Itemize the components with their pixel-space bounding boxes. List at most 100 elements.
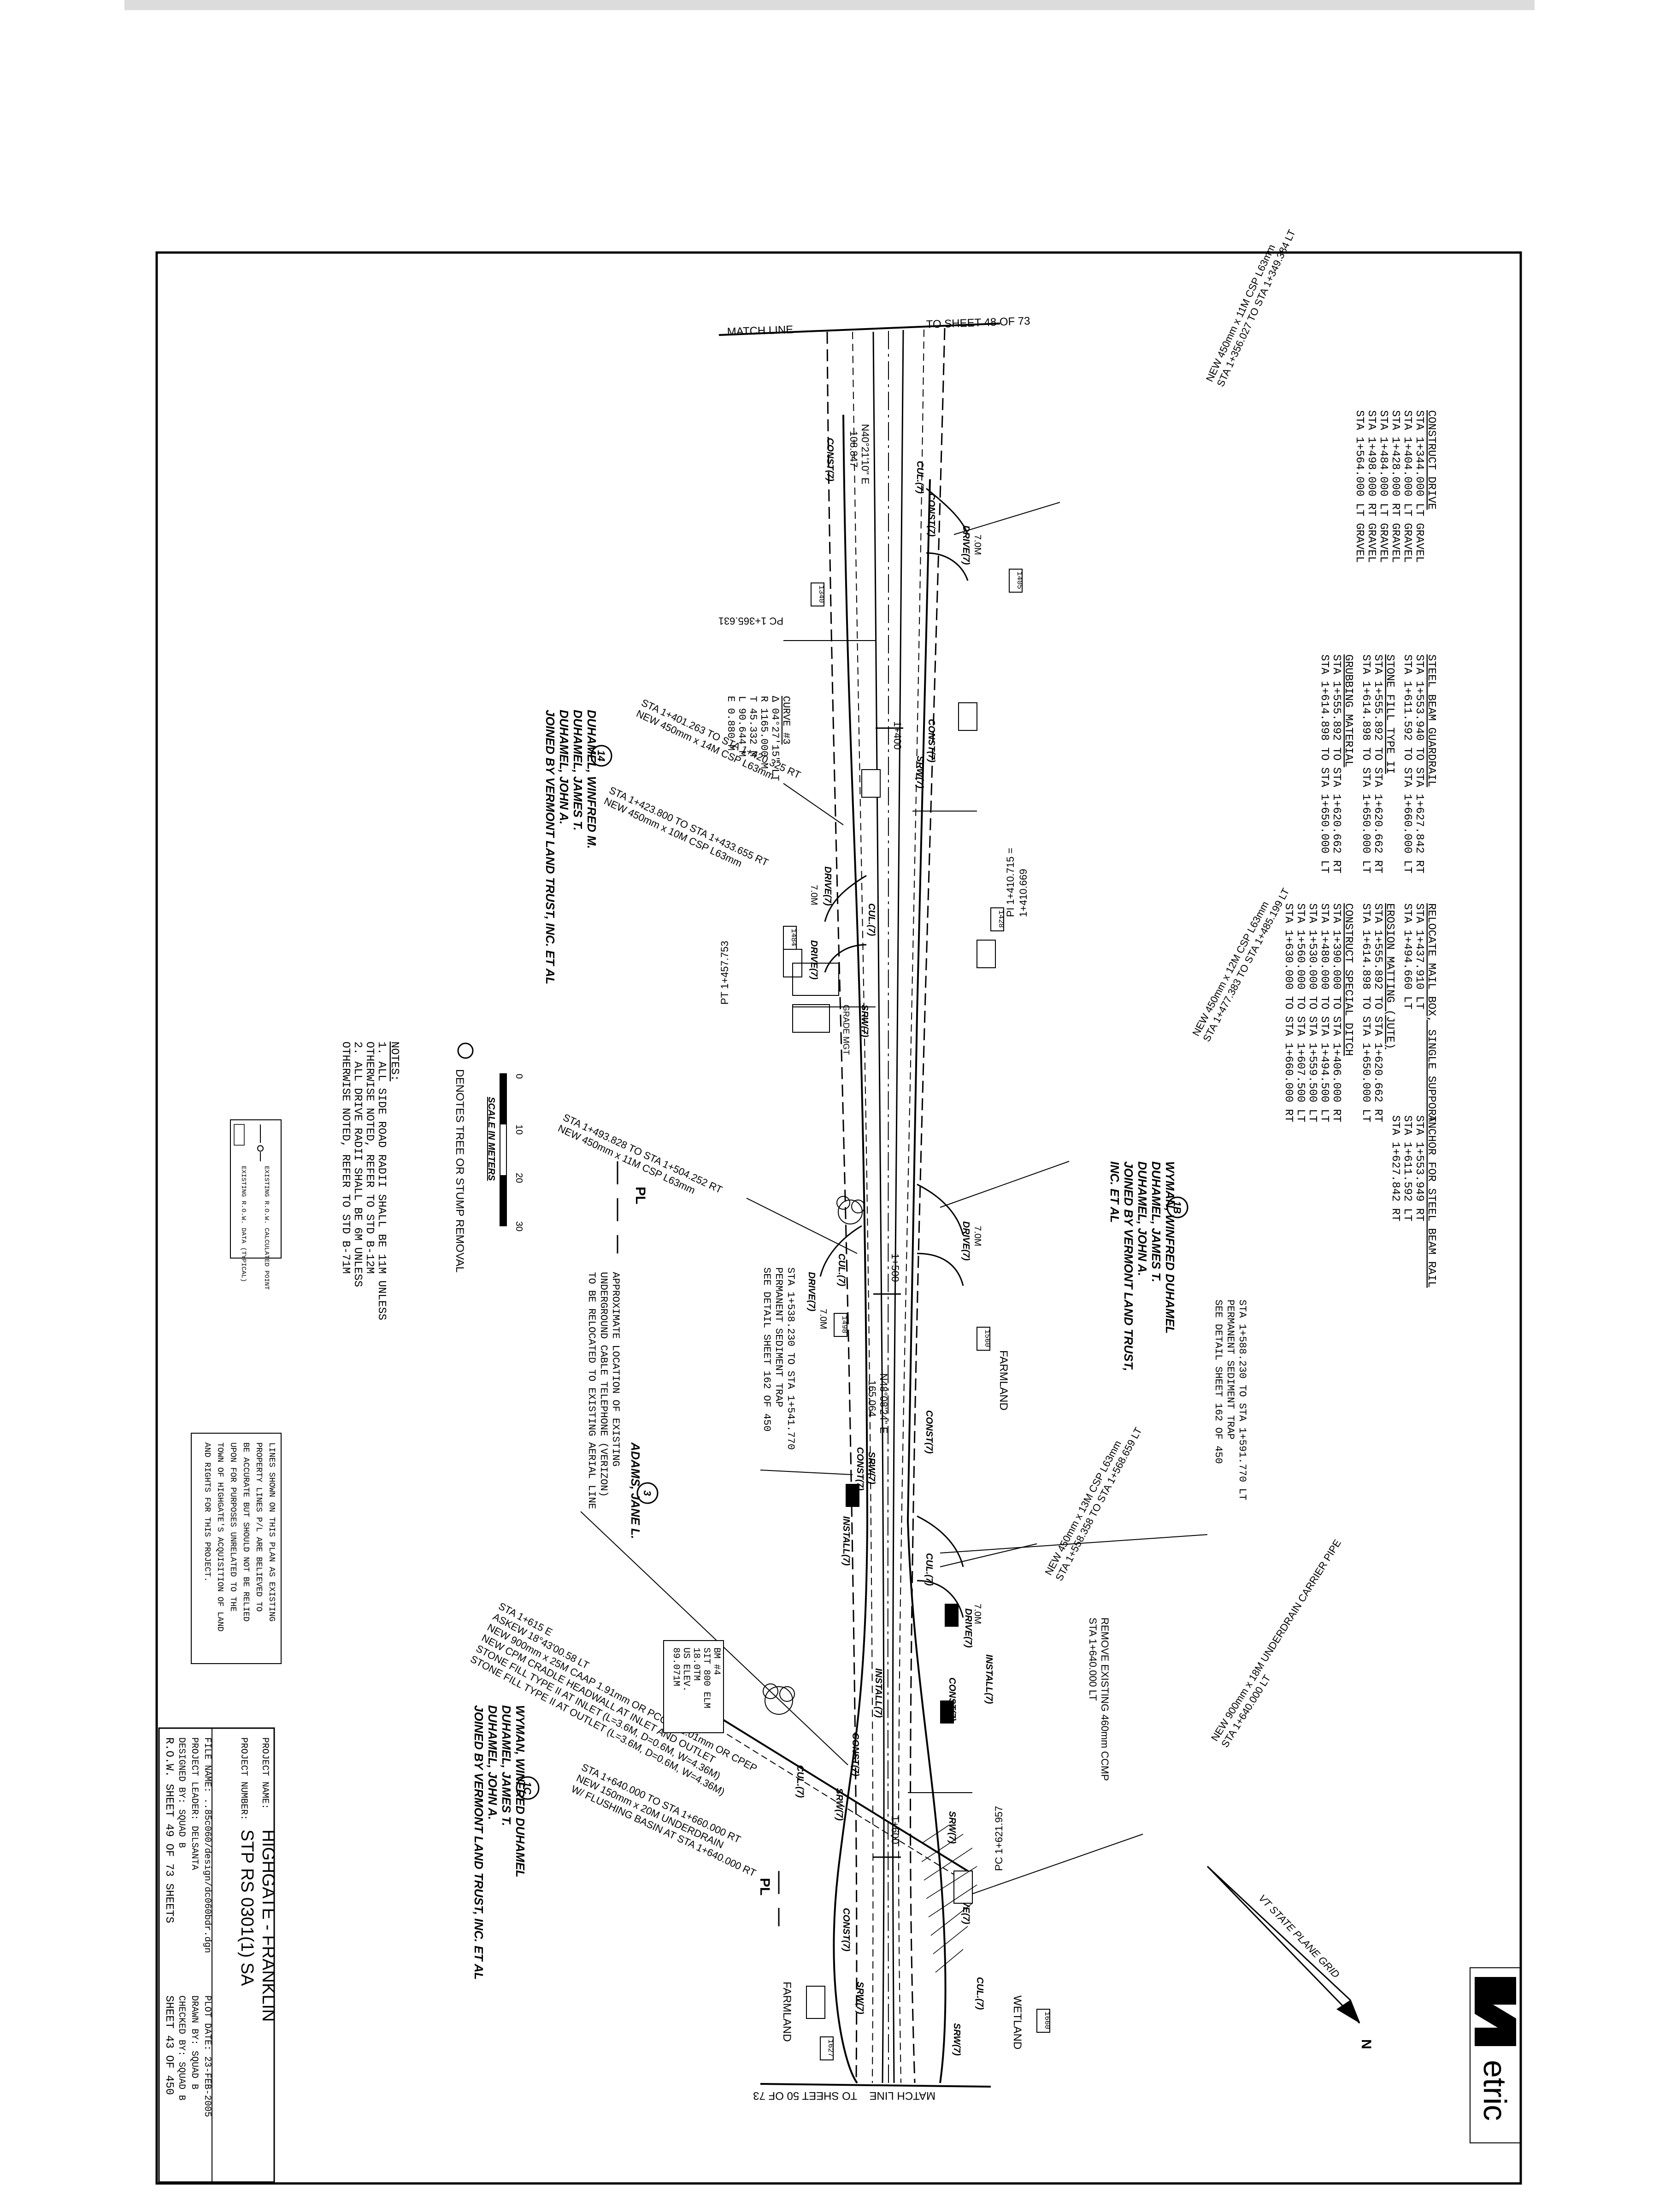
svg-text:NEW 450mm x 10M CSP L63mm: NEW 450mm x 10M CSP L63mm bbox=[602, 795, 744, 869]
svg-text:STA 1+640.000 LT: STA 1+640.000 LT bbox=[1087, 1618, 1099, 1701]
bearing-1: N40°21'10" E bbox=[859, 424, 871, 484]
svg-text:WYMAN, WINFRED DUHAMEL: WYMAN, WINFRED DUHAMEL bbox=[513, 1705, 527, 1877]
stone-fill-block: STONE FILL TYPE II STA 1+555.892 TO STA … bbox=[1359, 654, 1396, 873]
svg-text:AND RIGHTS FOR THIS PROJECT.: AND RIGHTS FOR THIS PROJECT. bbox=[202, 1442, 212, 1582]
svg-text:CONSTRUCT SPECIAL DITCH: CONSTRUCT SPECIAL DITCH bbox=[1342, 903, 1354, 1056]
svg-text:DRIVE(7): DRIVE(7) bbox=[806, 1272, 817, 1312]
shoulder-line-left bbox=[852, 331, 874, 2083]
grade-mgt-label: GRADE MGT bbox=[841, 1005, 851, 1055]
shoulder-line-right bbox=[898, 329, 924, 2083]
curve-title: CURVE #3 bbox=[780, 696, 792, 745]
svg-text:RELOCATE MAIL BOX, SINGLE SUPP: RELOCATE MAIL BOX, SINGLE SUPPORT bbox=[1425, 903, 1437, 1122]
distance-2: 165.064 bbox=[866, 1380, 878, 1417]
pipe-callout-f: NEW 900mm x 18M UNDERDRAIN CARRIER PIPE … bbox=[1209, 1537, 1343, 1749]
svg-text:INSTALL(7): INSTALL(7) bbox=[873, 1668, 883, 1718]
svg-text:SRW(7): SRW(7) bbox=[866, 1452, 877, 1484]
svg-text:SEE DETAIL SHEET 162 OF 450: SEE DETAIL SHEET 162 OF 450 bbox=[1212, 1300, 1224, 1464]
svg-text:18.0TM: 18.0TM bbox=[691, 1647, 701, 1681]
sediment-trap-notes: STA 1+588.230 TO STA 1+591.770 LT PERMAN… bbox=[760, 1267, 1248, 1553]
pc1-label: PC 1+365.631 bbox=[718, 615, 783, 627]
svg-text:EXISTING R.O.W. CALCULATED POI: EXISTING R.O.W. CALCULATED POINT bbox=[263, 1166, 270, 1290]
project-name: HIGHGATE - FRANKLIN bbox=[259, 1830, 278, 2022]
note-line-1: OTHERWISE NOTED, REFER TO STD B-12M bbox=[363, 1041, 376, 1274]
svg-text:STA 1+560.000 TO STA 1+607.500: STA 1+560.000 TO STA 1+607.500 LT bbox=[1294, 903, 1306, 1122]
svg-text:CUL.(7): CUL.(7) bbox=[924, 1553, 934, 1586]
owners: 14 DUHAMEL, WINFRED M. DUHAMEL, JAMES T.… bbox=[472, 710, 1188, 1980]
remove-ccmp-note: REMOVE EXISTING 460mm CCMP STA 1+640.000… bbox=[1087, 1618, 1111, 1781]
erosion-matting-block: EROSION MATTING (JUTE) STA 1+555.892 TO … bbox=[1359, 903, 1396, 1122]
svg-text:DRIVE(7): DRIVE(7) bbox=[809, 940, 819, 980]
notes-title: NOTES: bbox=[388, 1041, 400, 1081]
svg-text:BM #4: BM #4 bbox=[711, 1647, 722, 1675]
construct-drive-block: CONSTRUCT DRIVE STA 1+344.000 LT GRAVEL … bbox=[1353, 410, 1437, 563]
svg-text:STA 1+390.000 TO STA 1+406.000: STA 1+390.000 TO STA 1+406.000 RT bbox=[1330, 903, 1342, 1122]
svg-text:STEEL BEAM GUARDRAIL: STEEL BEAM GUARDRAIL bbox=[1425, 654, 1437, 787]
svg-text:N: N bbox=[1359, 2039, 1374, 2049]
construction-limit-left bbox=[833, 414, 869, 2084]
svg-text:SCALE IN METERS: SCALE IN METERS bbox=[486, 1097, 496, 1181]
station-1400: 1+400 bbox=[892, 721, 903, 750]
drawn-by: DRAWN BY: SQUAD B bbox=[189, 1995, 200, 2089]
wetland-label: WETLAND bbox=[1011, 1995, 1024, 2049]
pl-label-2: PL bbox=[757, 1878, 772, 1895]
bottom-match-sheet: TO SHEET 50 OF 73 bbox=[753, 2089, 857, 2102]
road-corridor bbox=[826, 328, 947, 2084]
svg-text:CUL.(7): CUL.(7) bbox=[836, 1253, 847, 1286]
svg-text:STA 1+614.898 TO STA 1+650.000: STA 1+614.898 TO STA 1+650.000 LT bbox=[1359, 654, 1372, 873]
svg-text:GRUBBING MATERIAL: GRUBBING MATERIAL bbox=[1342, 654, 1354, 767]
svg-text:UNDERGROUND CABLE TELEPHONE (V: UNDERGROUND CABLE TELEPHONE (VERIZON) bbox=[598, 1272, 609, 1497]
checked-by: CHECKED BY: SQUAD B bbox=[176, 1995, 187, 2100]
station-1600: 1+600 bbox=[889, 1816, 901, 1844]
svg-text:SRW(7): SRW(7) bbox=[834, 1788, 844, 1821]
svg-text:10: 10 bbox=[514, 1124, 524, 1135]
curve-line-3: L 90.644 M bbox=[736, 696, 747, 757]
svg-text:PROPERTY LINES P/L ARE BELIEVE: PROPERTY LINES P/L ARE BELIEVED TO bbox=[254, 1442, 263, 1612]
tree-legend: DENOTES TREE OR STUMP REMOVAL bbox=[453, 1042, 474, 1272]
bearing-2: N48°08'24" E bbox=[878, 1373, 889, 1434]
curve-data: CURVE #3 Δ 04°27'15" LT R 1165.000 M T 4… bbox=[725, 696, 792, 781]
svg-text:CONST(7): CONST(7) bbox=[825, 438, 835, 482]
sheet-border bbox=[155, 251, 1522, 2185]
top-match-sheet: TO SHEET 48 OF 73 bbox=[926, 315, 1030, 331]
property-disclaimer: LINES SHOWN ON THIS PLAN AS EXISTING PRO… bbox=[191, 1433, 282, 1664]
special-ditch-block: CONSTRUCT SPECIAL DITCH STA 1+390.000 TO… bbox=[1282, 903, 1354, 1122]
anchor-rail-block: ANCHOR FOR STEEL BEAM RAIL STA 1+553.949… bbox=[1389, 1115, 1437, 1288]
vaot-m-icon bbox=[1475, 1977, 1516, 2046]
svg-text:1340: 1340 bbox=[817, 585, 825, 603]
svg-text:STA 1+530.000 TO STA 1+559.500: STA 1+530.000 TO STA 1+559.500 LT bbox=[1306, 903, 1318, 1122]
svg-text:DRIVE(7): DRIVE(7) bbox=[823, 866, 833, 906]
buildings bbox=[792, 963, 839, 1033]
svg-text:CONST(7): CONST(7) bbox=[926, 719, 936, 763]
svg-text:3: 3 bbox=[641, 1490, 653, 1496]
top-match-label: MATCH LINE bbox=[727, 324, 793, 338]
owner-1c: 1C WYMAN, WINFRED DUHAMEL DUHAMEL, JAMES… bbox=[472, 1705, 540, 1980]
svg-text:NEW 450mm x 13M CSP L63mm: NEW 450mm x 13M CSP L63mm bbox=[1042, 1439, 1124, 1577]
svg-text:DENOTES TREE OR STUMP REMOVAL: DENOTES TREE OR STUMP REMOVAL bbox=[453, 1069, 466, 1272]
svg-text:30: 30 bbox=[514, 1221, 524, 1231]
svg-text:PERMANENT SEDIMENT TRAP: PERMANENT SEDIMENT TRAP bbox=[773, 1267, 784, 1407]
svg-text:1627: 1627 bbox=[826, 2039, 835, 2057]
svg-text:1C: 1C bbox=[522, 1782, 533, 1795]
svg-text:CUL.(7): CUL.(7) bbox=[866, 903, 877, 936]
project-number: STP RS 0301(1) SA bbox=[237, 1830, 257, 1986]
svg-text:WYMAN, WINFRED DUHAMEL: WYMAN, WINFRED DUHAMEL bbox=[1163, 1161, 1177, 1334]
svg-text:VAOT: VAOT bbox=[1476, 1982, 1483, 1999]
svg-text:STA 1+404.000 LT GRAVEL: STA 1+404.000 LT GRAVEL bbox=[1401, 410, 1413, 563]
svg-text:DUHAMEL, JOHN A.: DUHAMEL, JOHN A. bbox=[557, 710, 571, 824]
relocate-mailbox-block: RELOCATE MAIL BOX, SINGLE SUPPORT STA 1+… bbox=[1401, 903, 1437, 1122]
svg-text:DUHAMEL, JOHN A.: DUHAMEL, JOHN A. bbox=[486, 1705, 500, 1820]
benchmark-box: BM #4 SIT 800 ELM 18.0TM US ELEV. 89.071… bbox=[663, 1640, 724, 1733]
svg-text:STA 1+564.000 LT GRAVEL: STA 1+564.000 LT GRAVEL bbox=[1353, 410, 1365, 563]
property-lines: PL PL bbox=[617, 1161, 780, 1926]
svg-text:STA 1+538.230 TO STA 1+541.770: STA 1+538.230 TO STA 1+541.770 bbox=[785, 1267, 796, 1450]
svg-text:7.0M: 7.0M bbox=[809, 885, 819, 905]
svg-text:INC. ET AL: INC. ET AL bbox=[1108, 1161, 1122, 1223]
svg-text:1405: 1405 bbox=[1015, 571, 1024, 589]
svg-text:7.0M: 7.0M bbox=[972, 1226, 982, 1246]
project-leader: PROJECT LEADER: DELSANTA bbox=[189, 1737, 200, 1870]
svg-text:14: 14 bbox=[595, 750, 607, 761]
svg-text:NEW 450mm x 11M CSP L63mm: NEW 450mm x 11M CSP L63mm bbox=[556, 1122, 697, 1196]
svg-text:STA 1+423.800 TO STA 1+433.655: STA 1+423.800 TO STA 1+433.655 RT bbox=[607, 784, 770, 869]
scan-header-band bbox=[124, 0, 1535, 10]
